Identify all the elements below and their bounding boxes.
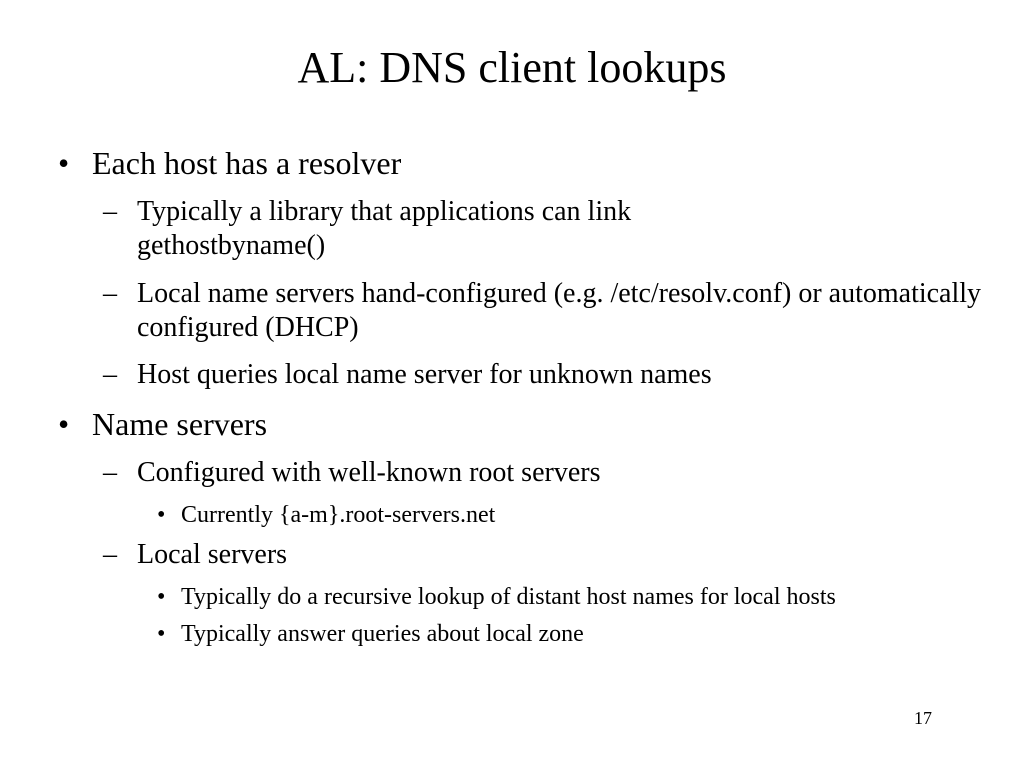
bullet-marker: • <box>58 145 70 181</box>
dash-marker: – <box>103 196 117 227</box>
subitem-root-servers: – Configured with well-known root server… <box>103 456 997 490</box>
bullet-item-resolver: • Each host has a resolver <box>58 143 972 183</box>
subitem-library: – Typically a library that applications … <box>103 195 797 263</box>
bullet-item-name-servers: • Name servers <box>58 404 972 444</box>
subsubitem-text: Currently {a-m}.root-servers.net <box>181 502 496 528</box>
subsubitem-text: Typically answer queries about local zon… <box>181 621 584 647</box>
subitem-text: Local name servers hand-configured (e.g.… <box>137 278 982 343</box>
subsubitem-answer-queries: • Typically answer queries about local z… <box>157 619 981 649</box>
subitem-text: Local servers <box>137 539 288 570</box>
bullet-marker: • <box>157 621 166 647</box>
bullet-marker: • <box>157 584 166 610</box>
bullet-marker: • <box>58 406 70 442</box>
subitem-text: Host queries local name server for unkno… <box>137 359 712 390</box>
subitem-local-name-servers: – Local name servers hand-configured (e.… <box>103 277 997 345</box>
bullet-marker: • <box>157 502 166 528</box>
dash-marker: – <box>103 359 117 390</box>
page-number: 17 <box>914 708 932 728</box>
subitem-text: Configured with well-known root servers <box>137 457 601 488</box>
bullet-text: Name servers <box>92 406 268 442</box>
subsubitem-currently: • Currently {a-m}.root-servers.net <box>157 500 981 530</box>
dash-marker: – <box>103 457 117 488</box>
subitem-host-queries: – Host queries local name server for unk… <box>103 358 997 392</box>
bullet-text: Each host has a resolver <box>92 145 402 181</box>
subsubitem-recursive-lookup: • Typically do a recursive lookup of dis… <box>157 582 1001 612</box>
subitem-local-servers: – Local servers <box>103 538 997 572</box>
subsubitem-text: Typically do a recursive lookup of dista… <box>181 584 836 610</box>
slide-title: AL: DNS client lookups <box>297 43 727 92</box>
dash-marker: – <box>103 539 117 570</box>
subitem-text: Typically a library that applications ca… <box>137 196 632 261</box>
dash-marker: – <box>103 278 117 309</box>
